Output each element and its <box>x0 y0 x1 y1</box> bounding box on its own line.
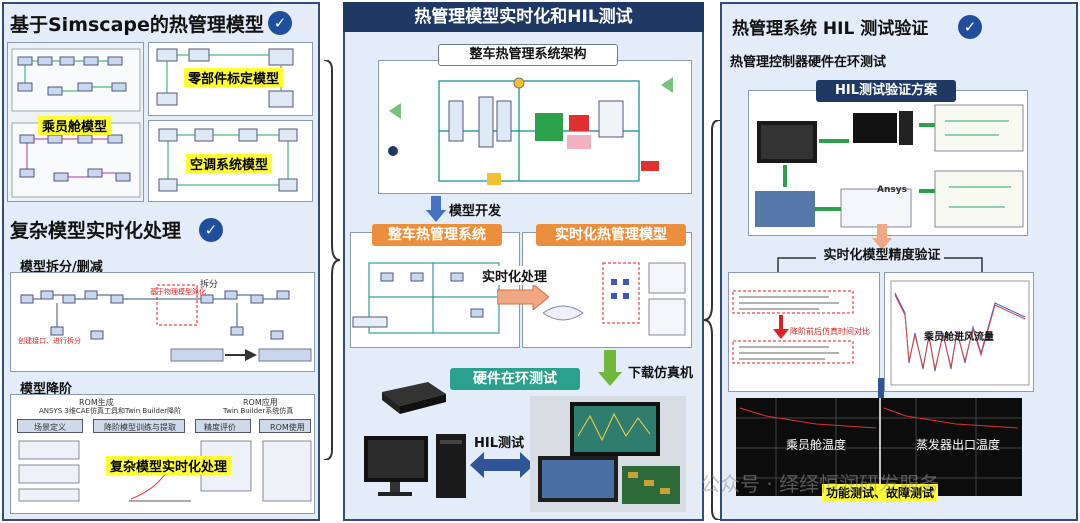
right-bracket <box>704 120 721 520</box>
cabin-temp-label: 乘员舱温度 <box>786 438 847 452</box>
download-label: 下载仿真机 <box>628 366 694 381</box>
time-compare-diagram <box>732 290 854 364</box>
realtime-model-badge: 实时化热管理模型 <box>536 224 686 246</box>
check-icon: ✓ <box>268 11 292 35</box>
arrow-right-icon <box>496 282 550 312</box>
watermark-text: 公众号 · 绎绎恒润研发服务 <box>700 472 940 496</box>
rom-gen-subtitle: ANSYS 3维CAE仿真工具和Twin Builder降阶 <box>39 407 182 415</box>
precision-connector <box>777 257 983 274</box>
left-title-realtime: 复杂模型实时化处理 <box>10 220 182 242</box>
vehicle-system-badge: 整车热管理系统 <box>372 224 502 246</box>
right-title: 热管理系统 HIL 测试验证 <box>732 19 929 39</box>
hil-test-label: HIL测试 <box>474 436 525 451</box>
cabin-model-label: 乘员舱模型 <box>38 116 112 135</box>
function-test-label: 功能测试、故障测试 <box>822 484 939 501</box>
rom-app-subtitle: Twin Builder系统仿真 <box>223 407 294 415</box>
cabin-model-diagram <box>11 48 141 198</box>
vehicle-system-diagram <box>352 262 500 334</box>
realtime-process-label: 实时化处理 <box>482 266 548 285</box>
simulator-image <box>538 402 680 504</box>
time-compare-note: 降阶前后仿真时间对比 <box>790 327 870 336</box>
split-note-interface: 创建接口、进行拆分 <box>18 337 81 345</box>
cabin-model-picture <box>7 42 144 202</box>
stage-use: ROM使用 <box>259 419 311 433</box>
rom-app-title: ROM应用 <box>243 398 278 407</box>
stage-scene: 场景定义 <box>17 419 83 433</box>
architecture-diagram <box>388 77 673 185</box>
ansys-logo-text: Ansys <box>877 185 907 195</box>
evap-temp-label: 蒸发器出口温度 <box>916 438 1001 452</box>
rom-overlay-label: 复杂模型实时化处理 <box>106 456 232 475</box>
vehicle-system-picture <box>350 232 520 348</box>
ac-model-diagram <box>158 128 298 192</box>
realtime-model-picture <box>522 232 692 348</box>
double-arrow-icon <box>470 452 534 478</box>
rom-picture: ROM生成 ANSYS 3维CAE仿真工具和Twin Builder降阶 ROM… <box>10 394 315 514</box>
hil-scheme-picture: Ansys <box>748 90 1028 236</box>
hil-test-badge: 硬件在环测试 <box>450 368 580 390</box>
ac-model-label: 空调系统模型 <box>186 154 273 173</box>
simulator-picture <box>530 396 686 512</box>
parts-model-diagram <box>156 48 294 108</box>
hil-scheme-badge: HIL测试验证方案 <box>816 80 956 102</box>
arrow-down-icon <box>598 350 622 386</box>
airflow-picture <box>884 272 1034 392</box>
arrow-down-icon <box>426 196 446 222</box>
parts-model-label: 零部件标定模型 <box>184 68 284 87</box>
model-dev-label: 模型开发 <box>449 204 502 219</box>
stage-train: 降阶模型训练与提取 <box>93 419 185 433</box>
airflow-label: 乘员舱进风流量 <box>924 332 994 343</box>
architecture-title: 整车热管理系统架构 <box>438 44 618 66</box>
split-title: 模型拆分/删减 <box>20 260 103 275</box>
arrow-down-icon <box>872 224 892 250</box>
monitor-pc-image <box>362 430 472 510</box>
split-model-picture <box>10 272 315 372</box>
left-title-simscape: 基于Simscape的热管理模型 <box>10 14 264 36</box>
rom-gen-title: ROM生成 <box>79 398 114 407</box>
check-icon: ✓ <box>958 15 982 39</box>
stage-eval: 精度评价 <box>195 419 251 433</box>
temperature-plots <box>736 398 1022 496</box>
split-note-simplify: 基于物理模型简化 <box>150 288 206 296</box>
right-subtitle: 热管理控制器硬件在环测试 <box>730 55 887 70</box>
hil-hardware-image <box>378 378 448 418</box>
reduce-title: 模型降阶 <box>20 382 73 397</box>
hil-scheme-diagram <box>755 104 1024 228</box>
time-compare-picture <box>728 272 880 392</box>
split-note-split: 拆分 <box>200 280 219 290</box>
temperature-plot-lines <box>736 398 1022 496</box>
check-icon: ✓ <box>199 218 223 242</box>
middle-title: 热管理模型实时化和HIL测试 <box>343 2 704 32</box>
architecture-picture <box>378 60 692 194</box>
airflow-plot <box>890 280 1030 386</box>
rom-diagram <box>18 440 312 502</box>
precision-badge: 实时化模型精度验证 <box>823 248 941 263</box>
split-model-diagram <box>20 284 312 362</box>
realtime-model-diagram <box>542 262 686 336</box>
left-bracket <box>323 60 341 460</box>
